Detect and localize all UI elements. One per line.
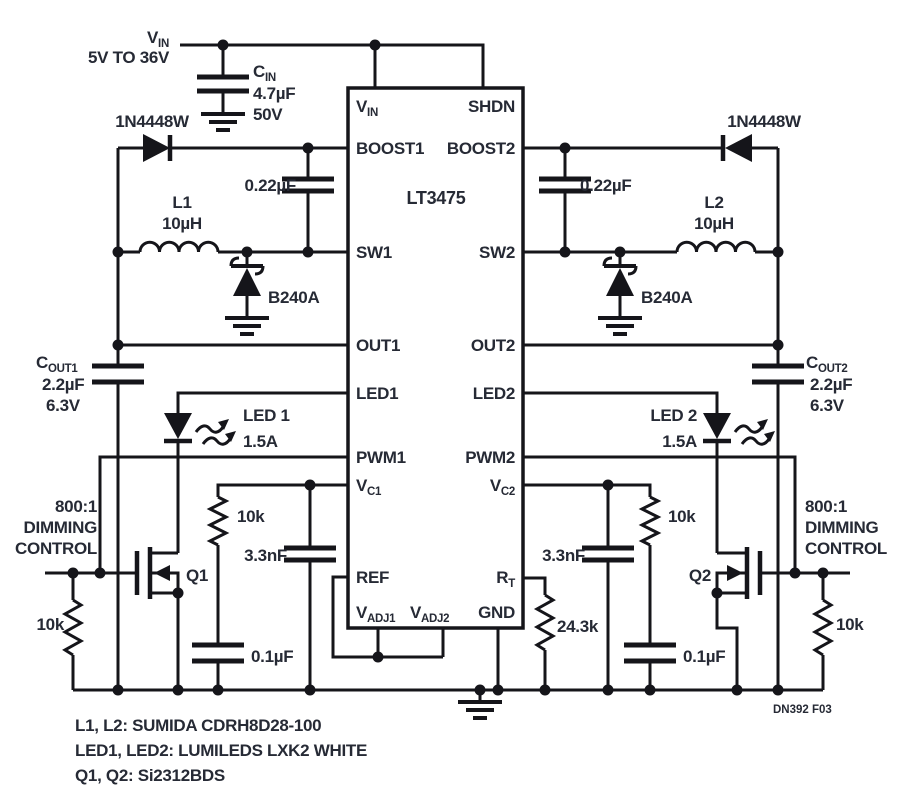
dimming-right-line1: 800:1 (805, 497, 847, 516)
dimming-input-left (45, 571, 137, 690)
dimming-left-line3: CONTROL (15, 539, 97, 558)
comp-cap2-left-label: 0.1µF (251, 647, 293, 666)
led1-symbol (164, 391, 348, 553)
dimming-right-line2: DIMMING (805, 518, 879, 537)
ic-outline (346, 86, 525, 630)
gate-res-right-label: 10k (836, 615, 864, 634)
pin-shdn: SHDN (468, 97, 515, 116)
pin-sw1: SW1 (356, 243, 392, 262)
left-output-rail (92, 148, 144, 690)
pin-vadj1: VADJ1 (356, 603, 396, 625)
pin-out1: OUT1 (356, 336, 400, 355)
pin-gnd: GND (478, 603, 515, 622)
pwm1-wire (98, 455, 348, 573)
light-arrow-icon (194, 424, 225, 434)
vin-range-label: 5V TO 36V (88, 48, 170, 67)
comp-cap-right-label: 3.3nF (542, 546, 585, 565)
boost-diode-right-label: 1N4448W (727, 112, 802, 131)
catch-diode-right-label: B240A (641, 288, 692, 307)
pin-boost1: BOOST1 (356, 139, 424, 158)
cin-value-label: 4.7µF (253, 84, 295, 103)
led1-current-label: 1.5A (243, 432, 278, 451)
light-arrow-icon (733, 424, 764, 434)
gnd-pin-wire (458, 628, 502, 720)
l2-ref-label: L2 (704, 193, 723, 212)
l1-value-label: 10µH (162, 214, 202, 233)
q1-ref-label: Q1 (186, 566, 208, 585)
led2-ref-label: LED 2 (650, 406, 697, 425)
led1-ref-label: LED 1 (243, 406, 290, 425)
cout2-ref-label: COUT2 (806, 353, 847, 375)
catch-diode-left-label: B240A (268, 288, 319, 307)
note-fets: Q1, Q2: Si2312BDS (75, 766, 225, 785)
inductor-l1-symbol (118, 240, 348, 254)
boost-diode-right-symbol (523, 134, 778, 162)
dimming-right-line3: CONTROL (805, 539, 887, 558)
pin-sw2: SW2 (479, 243, 515, 262)
dimming-left-line2: DIMMING (24, 518, 98, 537)
led2-current-label: 1.5A (662, 432, 697, 451)
pin-rt: RT (496, 568, 515, 590)
gate-res-left-label: 10k (37, 615, 65, 634)
dimming-left-line1: 800:1 (55, 497, 97, 516)
pin-vin: VIN (356, 97, 378, 119)
comp-res-left-label: 10k (237, 507, 265, 526)
note-inductors: L1, L2: SUMIDA CDRH8D28-100 (75, 716, 321, 735)
pin-led2: LED2 (473, 384, 515, 403)
comp-cap-left-label: 3.3nF (244, 546, 287, 565)
cout2-rating-label: 6.3V (810, 396, 845, 415)
vc2-compensation (523, 483, 676, 690)
cout2-value-label: 2.2µF (810, 375, 852, 394)
ic-part-number: LT3475 (407, 188, 466, 208)
boost-cap-left-label: 0.22µF (245, 176, 296, 195)
light-arrow-icon (740, 436, 771, 446)
dimming-input-right (760, 571, 850, 690)
mosfet-q1-symbol (134, 547, 180, 690)
cout1-ref-label: COUT1 (36, 353, 78, 375)
pin-vadj2: VADJ2 (410, 603, 449, 625)
boost-cap-right-label: 0.22µF (580, 176, 631, 195)
catch-diode-right-symbol (598, 252, 642, 336)
pin-vc1: VC1 (356, 476, 382, 498)
pwm2-wire (523, 455, 797, 573)
vc1-compensation (192, 483, 348, 690)
l2-value-label: 10µH (694, 214, 734, 233)
boost-diode-left-label: 1N4448W (115, 112, 190, 131)
catch-diode-left-symbol (225, 252, 269, 336)
l1-ref-label: L1 (172, 193, 191, 212)
cin-rating-label: 50V (253, 105, 283, 124)
rt-resistor-label: 24.3k (557, 617, 599, 636)
boost-cap-left-symbol (282, 148, 334, 252)
led2-symbol (523, 391, 775, 553)
vin-supply-label: VIN (147, 28, 169, 50)
cin-capacitor (197, 45, 249, 132)
pin-ref: REF (356, 568, 389, 587)
cout1-value-label: 2.2µF (42, 375, 84, 394)
light-arrow-icon (201, 436, 232, 446)
note-leds: LED1, LED2: LUMILEDS LXK2 WHITE (75, 741, 367, 760)
pin-vc2: VC2 (490, 476, 515, 498)
pin-pwm2: PWM2 (465, 448, 515, 467)
junction-dots (67, 39, 829, 696)
mosfet-q2-symbol (715, 547, 763, 690)
cout1-rating-label: 6.3V (46, 396, 81, 415)
comp-cap2-right-label: 0.1µF (683, 647, 725, 666)
right-output-rail (752, 148, 804, 690)
pin-pwm1: PWM1 (356, 448, 406, 467)
rt-resistor-symbol (523, 576, 557, 690)
boost-cap-right-symbol (539, 148, 591, 252)
comp-res-right-label: 10k (668, 507, 696, 526)
boost-diode-left-symbol (118, 134, 348, 162)
q2-ref-label: Q2 (689, 566, 711, 585)
pin-out2: OUT2 (471, 336, 515, 355)
figure-id: DN392 F03 (773, 704, 832, 716)
pin-led1: LED1 (356, 384, 398, 403)
cin-ref-label: CIN (253, 62, 276, 84)
top-input-rail (180, 43, 485, 88)
pin-boost2: BOOST2 (447, 139, 515, 158)
